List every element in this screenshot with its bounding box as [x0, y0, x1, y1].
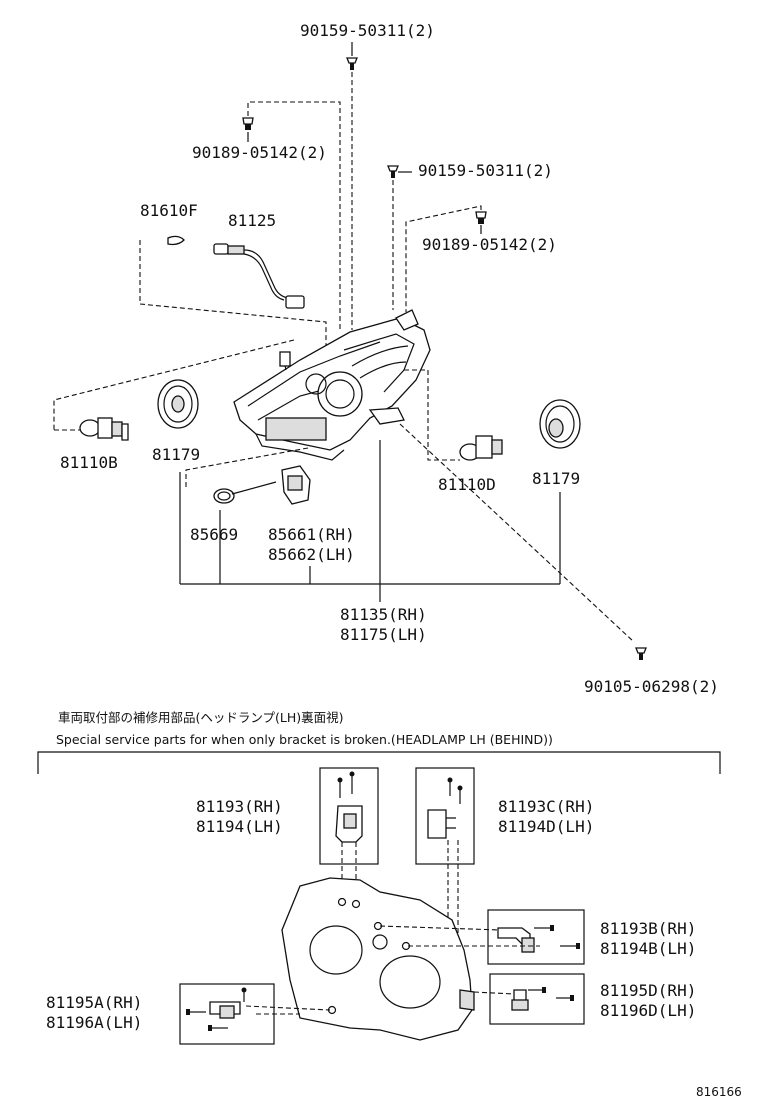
label-oring[interactable]: 85669 [190, 525, 238, 544]
label-81196a-lh[interactable]: 81196A(LH) [46, 1013, 142, 1032]
label-81193-rh[interactable]: 81193(RH) [196, 797, 283, 816]
clip-top-icon[interactable] [242, 117, 254, 142]
label-screw-mid[interactable]: 90159-50311(2) [418, 161, 553, 180]
note-english: Special service parts for when only brac… [56, 732, 553, 747]
note-japanese: 車両取付部の補修用部品(ヘッドランプ(LH)裏面視) [58, 710, 344, 725]
label-81194b-lh[interactable]: 81194B(LH) [600, 939, 696, 958]
label-81194-lh[interactable]: 81194(LH) [196, 817, 283, 836]
label-81193c-rh[interactable]: 81193C(RH) [498, 797, 594, 816]
note-bracket [37, 751, 721, 774]
label-81193b-rh[interactable]: 81193B(RH) [600, 919, 696, 938]
label-screw-top[interactable]: 90159-50311(2) [300, 21, 435, 40]
bracket-81193-icon[interactable] [335, 771, 363, 843]
illustration-id: 816166 [696, 1085, 742, 1099]
label-bulb-small[interactable]: 81610F [140, 201, 198, 220]
label-actuator-rh[interactable]: 85661(RH) [268, 525, 355, 544]
bulb-right-icon[interactable] [459, 435, 503, 461]
box-81193 [319, 767, 379, 865]
bracket-81193c-icon[interactable] [427, 777, 463, 839]
label-headlamp-rh[interactable]: 81135(RH) [340, 605, 427, 624]
headlamp-leader-lines [179, 440, 561, 602]
cover-right-icon[interactable] [539, 399, 581, 449]
label-headlamp-lh[interactable]: 81175(LH) [340, 625, 427, 644]
label-81195d-rh[interactable]: 81195D(RH) [600, 981, 696, 1000]
bracket-81195d-icon[interactable] [511, 987, 574, 1011]
label-screw-bottom[interactable]: 90105-06298(2) [584, 677, 719, 696]
label-actuator-lh[interactable]: 85662(LH) [268, 545, 355, 564]
label-wire[interactable]: 81125 [228, 211, 276, 230]
box-81193b [487, 909, 585, 965]
label-clip-mid[interactable]: 90189-05142(2) [422, 235, 557, 254]
actuator-icon[interactable] [281, 465, 311, 505]
headlamp-assembly-icon[interactable] [233, 309, 431, 461]
label-bulb-left[interactable]: 81110B [60, 453, 118, 472]
box-81195d [489, 973, 585, 1025]
screw-mid-icon[interactable] [387, 165, 412, 178]
bracket-81193b-icon[interactable] [497, 925, 580, 953]
label-81194d-lh[interactable]: 81194D(LH) [498, 817, 594, 836]
box-81193c [415, 767, 475, 865]
wire-harness-icon[interactable] [213, 243, 305, 309]
clip-mid-icon[interactable] [475, 211, 487, 234]
label-81196d-lh[interactable]: 81196D(LH) [600, 1001, 696, 1020]
bracket-81195a-icon[interactable] [186, 987, 247, 1032]
bulb-left-icon[interactable] [79, 417, 129, 441]
screw-bottom-icon[interactable] [635, 647, 647, 660]
label-clip-top[interactable]: 90189-05142(2) [192, 143, 327, 162]
label-81195a-rh[interactable]: 81195A(RH) [46, 993, 142, 1012]
oring-icon[interactable] [213, 488, 235, 504]
cover-left-icon[interactable] [157, 379, 199, 429]
screw-top-icon[interactable] [346, 42, 358, 70]
label-cover-left[interactable]: 81179 [152, 445, 200, 464]
headlamp-back-housing-icon[interactable] [281, 877, 475, 1041]
label-bulb-right[interactable]: 81110D [438, 475, 496, 494]
small-bulb-icon[interactable] [167, 235, 185, 246]
label-cover-right[interactable]: 81179 [532, 469, 580, 488]
